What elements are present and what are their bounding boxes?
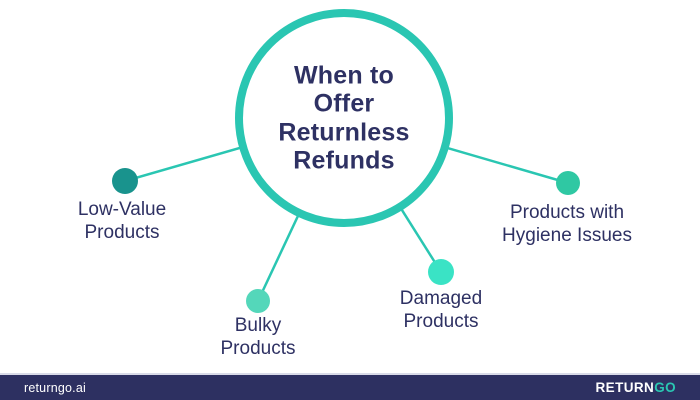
node-label-damaged: Damaged Products [399,288,483,333]
node-label-low-value: Low-Value Products [77,199,167,244]
footer-bar: returngo.ai RETURNGO [0,373,700,400]
node-label-bulky: Bulky Products [220,315,296,360]
node-dot-bulky [246,289,270,313]
node-dot-hygiene [556,171,580,195]
central-circle [235,9,453,227]
brand-logo-return: RETURN [595,380,655,395]
central-title: When to Offer Returnless Refunds [278,61,410,175]
brand-logo-go: GO [654,380,676,395]
node-dot-damaged [428,259,454,285]
brand-logo: RETURNGO [596,380,676,395]
node-dot-low-value [112,168,138,194]
footer-site-url: returngo.ai [24,380,86,395]
node-label-hygiene: Products with Hygiene Issues [502,202,632,247]
